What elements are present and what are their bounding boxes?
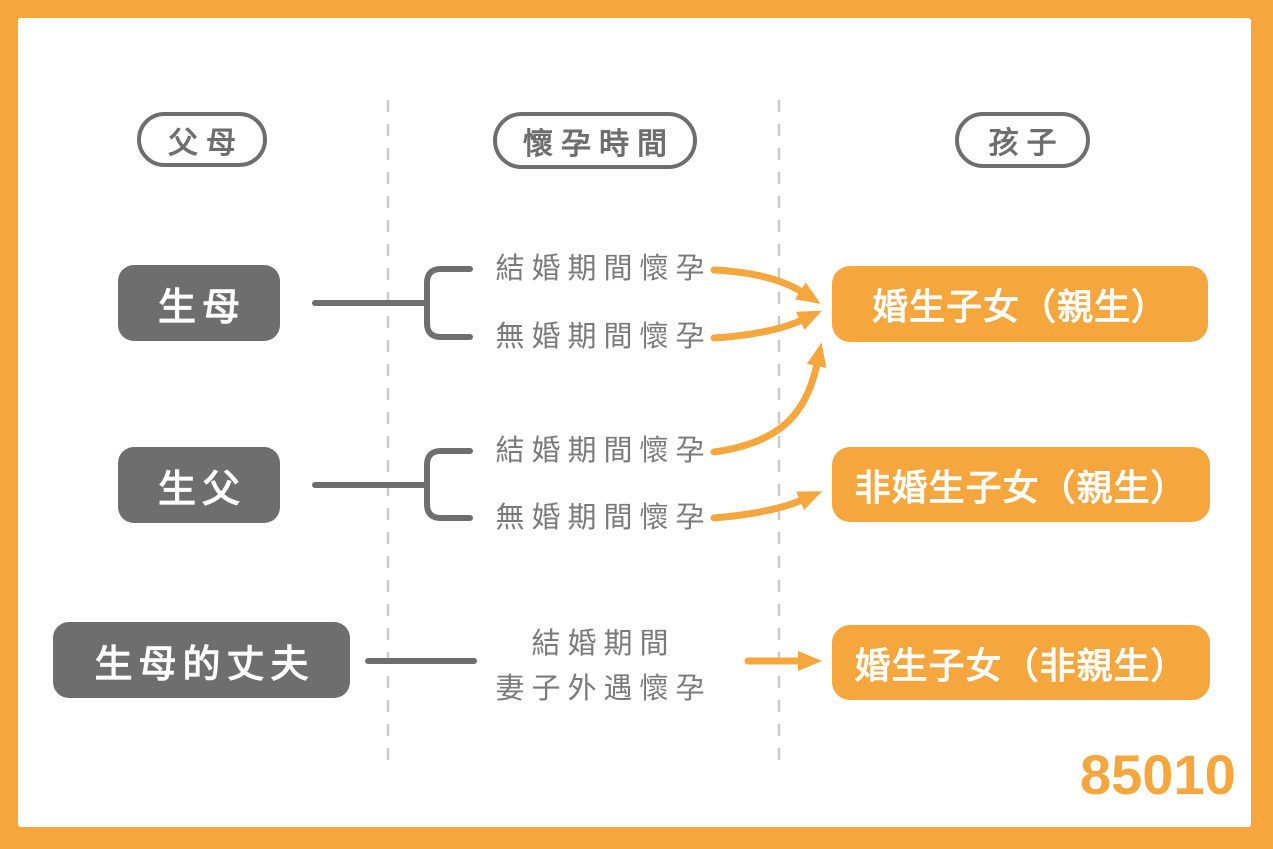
parent-box-mothers-husband: 生母的丈夫 bbox=[53, 622, 350, 698]
child-box-illegitimate-biological: 非婚生子女（親生） bbox=[832, 447, 1210, 522]
child-box-legitimate-biological-label: 婚生子女（親生） bbox=[871, 286, 1168, 327]
parent-box-birth-father: 生父 bbox=[118, 447, 280, 523]
parent-box-birth-father-label: 生父 bbox=[157, 468, 246, 511]
condition-father-unmarried: 無婚期間懷孕 bbox=[495, 502, 712, 534]
condition-father-married: 結婚期間懷孕 bbox=[495, 435, 712, 467]
column-header-parents: 父母 bbox=[137, 112, 267, 167]
condition-mother-married: 結婚期間懷孕 bbox=[495, 253, 712, 285]
child-box-legitimate-nonbiological: 婚生子女（非親生） bbox=[832, 625, 1210, 700]
parent-box-birth-mother-label: 生母 bbox=[157, 286, 246, 329]
column-header-pregnancy-time: 懷孕時間 bbox=[493, 112, 697, 169]
condition-husband-affair-line2: 妻子外遇懷孕 bbox=[495, 673, 712, 705]
condition-husband-affair: 結婚期間 妻子外遇懷孕 bbox=[450, 622, 750, 712]
column-header-pregnancy-time-label: 懷孕時間 bbox=[523, 127, 675, 161]
column-header-parents-label: 父母 bbox=[168, 126, 244, 160]
column-header-children: 孩子 bbox=[955, 112, 1090, 168]
child-box-legitimate-nonbiological-label: 婚生子女（非親生） bbox=[854, 644, 1188, 686]
child-box-legitimate-biological: 婚生子女（親生） bbox=[832, 266, 1208, 342]
condition-husband-affair-line1: 結婚期間 bbox=[531, 628, 676, 660]
parent-box-mothers-husband-label: 生母的丈夫 bbox=[94, 643, 315, 686]
condition-mother-unmarried: 無婚期間懷孕 bbox=[495, 321, 712, 353]
brand-logo-85010: 85010 bbox=[1080, 743, 1236, 806]
parent-box-birth-mother: 生母 bbox=[118, 265, 280, 341]
column-header-children-label: 孩子 bbox=[988, 127, 1065, 160]
child-box-illegitimate-biological-label: 非婚生子女（親生） bbox=[854, 466, 1188, 508]
